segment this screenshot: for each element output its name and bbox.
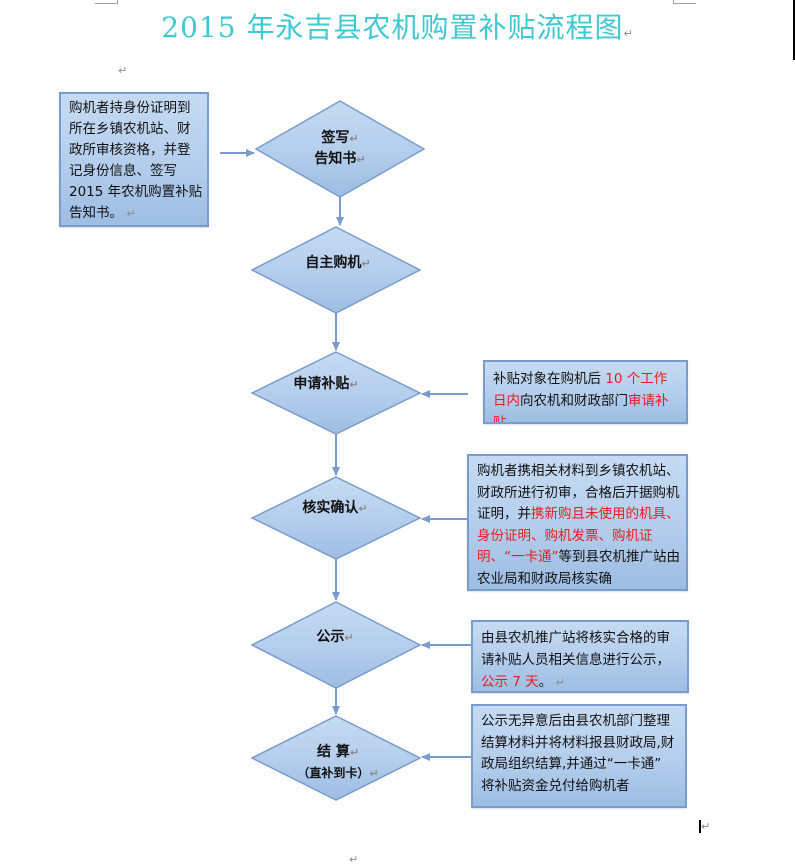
paragraph-mark: ↵ — [358, 502, 368, 515]
page-corner-mark-right — [673, 0, 696, 4]
highlighted-text: 公示 7 天 — [481, 674, 539, 690]
note-settle: 公示无异意后由县农机部门整理结算材料并将材料报县财政局,财政局组织结算,并通过“… — [471, 704, 687, 808]
note-text: 公示无异意后由县农机部门整理结算材料并将材料报县财政局,财政局组织结算,并通过“… — [481, 713, 675, 794]
paragraph-mark: ↵ — [369, 767, 379, 780]
step-text: 结 算 — [316, 744, 350, 760]
paragraph-mark: ↵ — [123, 207, 136, 220]
paragraph-mark: ↵ — [118, 64, 128, 77]
paragraph-mark: ↵ — [349, 132, 359, 145]
page-title: 2015 年永吉县农机购置补贴流程图↵ — [0, 6, 795, 46]
paragraph-mark: ↵ — [344, 631, 354, 644]
note-verify: 购机者携相关材料到乡镇农机站、财政所进行初审，合格后开据购机证明，并携新购且未使… — [467, 454, 688, 591]
highlighted-text: 10 个工作日内 — [493, 371, 668, 409]
note-text: 购机者持身份证明到所在乡镇农机站、财政所审核资格，并登记身份信息、签写 2015… — [69, 100, 203, 221]
paragraph-mark: ↵ — [349, 378, 359, 391]
step-text: 申请补贴 — [293, 376, 350, 392]
step-self-purchase-label: 自主购机↵ — [288, 253, 388, 274]
note-text: 补贴对象在购机后 — [493, 371, 606, 387]
step-sign-notice-label: 签写↵ 告知书↵ — [290, 128, 390, 170]
highlighted-text: 携新购且未使用的机具、身份证明、购机发票、购机证明、“一卡通” — [477, 506, 680, 565]
text-cursor — [699, 820, 701, 833]
step-apply-subsidy-label: 申请补贴↵ — [276, 374, 376, 395]
page-corner-mark-left — [95, 0, 118, 4]
paragraph-mark: ↵ — [356, 153, 366, 166]
step-verify-label: 核实确认↵ — [285, 498, 385, 519]
note-text: 。 — [538, 674, 553, 690]
title-text: 2015 年永吉县农机购置补贴流程图 — [161, 11, 624, 44]
note-publicize: 由县农机推广站将核实合格的审请补贴人员相关信息进行公示， 公示 7 天。 ↵ — [471, 620, 689, 693]
step-publicize-label: 公示↵ — [285, 627, 385, 648]
paragraph-mark: ↵ — [623, 27, 634, 40]
diamond-settle — [250, 715, 422, 801]
paragraph-mark: ↵ — [349, 853, 359, 866]
note-apply-subsidy: 补贴对象在购机后 10 个工作日内向农机和财政部门审请补贴 — [483, 360, 688, 424]
step-text: 自主购机 — [305, 255, 362, 271]
paragraph-mark: ↵ — [552, 676, 565, 689]
step-text: 告知书 — [314, 151, 357, 167]
step-text: （直补到卡） — [297, 766, 370, 780]
step-text: 签写 — [321, 130, 350, 146]
paragraph-mark: ↵ — [349, 746, 360, 759]
paragraph-mark: ↵ — [361, 257, 371, 270]
note-left-intro: 购机者持身份证明到所在乡镇农机站、财政所审核资格，并登记身份信息、签写 2015… — [59, 92, 209, 227]
note-text: 由县农机推广站将核实合格的审请补贴人员相关信息进行公示， — [481, 630, 670, 668]
note-text: 购机者携相关材料到乡镇农机站、财政所进行初审，合格后开据购机证明，并 — [477, 463, 680, 522]
note-text: 向农机和财政部门 — [520, 393, 628, 409]
step-text: 公示 — [316, 629, 345, 645]
paragraph-mark: ↵ — [701, 820, 711, 833]
highlighted-text: 审请补贴 — [493, 393, 669, 424]
step-settle-label: 结 算↵ （直补到卡）↵ — [283, 742, 393, 784]
note-text: 等到县农机推广站由农业局和财政局核实确 — [477, 549, 680, 587]
step-text: 核实确认 — [302, 500, 359, 516]
page-edge — [793, 0, 795, 60]
